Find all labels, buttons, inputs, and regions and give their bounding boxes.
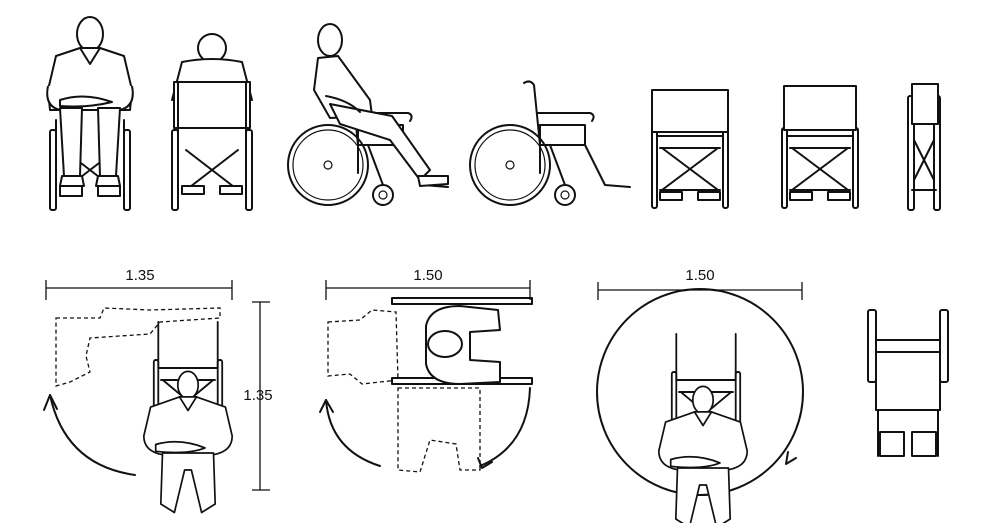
dimension-label-turn-90-depth: 1.35: [243, 387, 272, 404]
person-in-wheelchair-front-icon: [46, 16, 134, 211]
wheelchair-back-icon: [781, 85, 859, 209]
dimension-label-turn-180: 1.50: [413, 267, 442, 284]
turning-space-90-diagram: 1.35 1.35: [43, 267, 273, 514]
person-in-wheelchair-back-icon: [171, 33, 253, 211]
wheelchair-top-icon: [867, 309, 949, 457]
dimension-label-turn-90: 1.35: [125, 267, 154, 284]
wheelchair-folded-icon: [907, 83, 941, 211]
wheelchair-side-icon: [469, 80, 631, 206]
wheelchair-front-icon: [651, 89, 729, 209]
dimension-label-turn-360: 1.50: [685, 267, 714, 284]
turning-space-360-diagram: 1.50: [596, 267, 804, 523]
person-in-wheelchair-side-icon: [287, 23, 449, 206]
turning-space-180-diagram: 1.50: [319, 267, 533, 473]
